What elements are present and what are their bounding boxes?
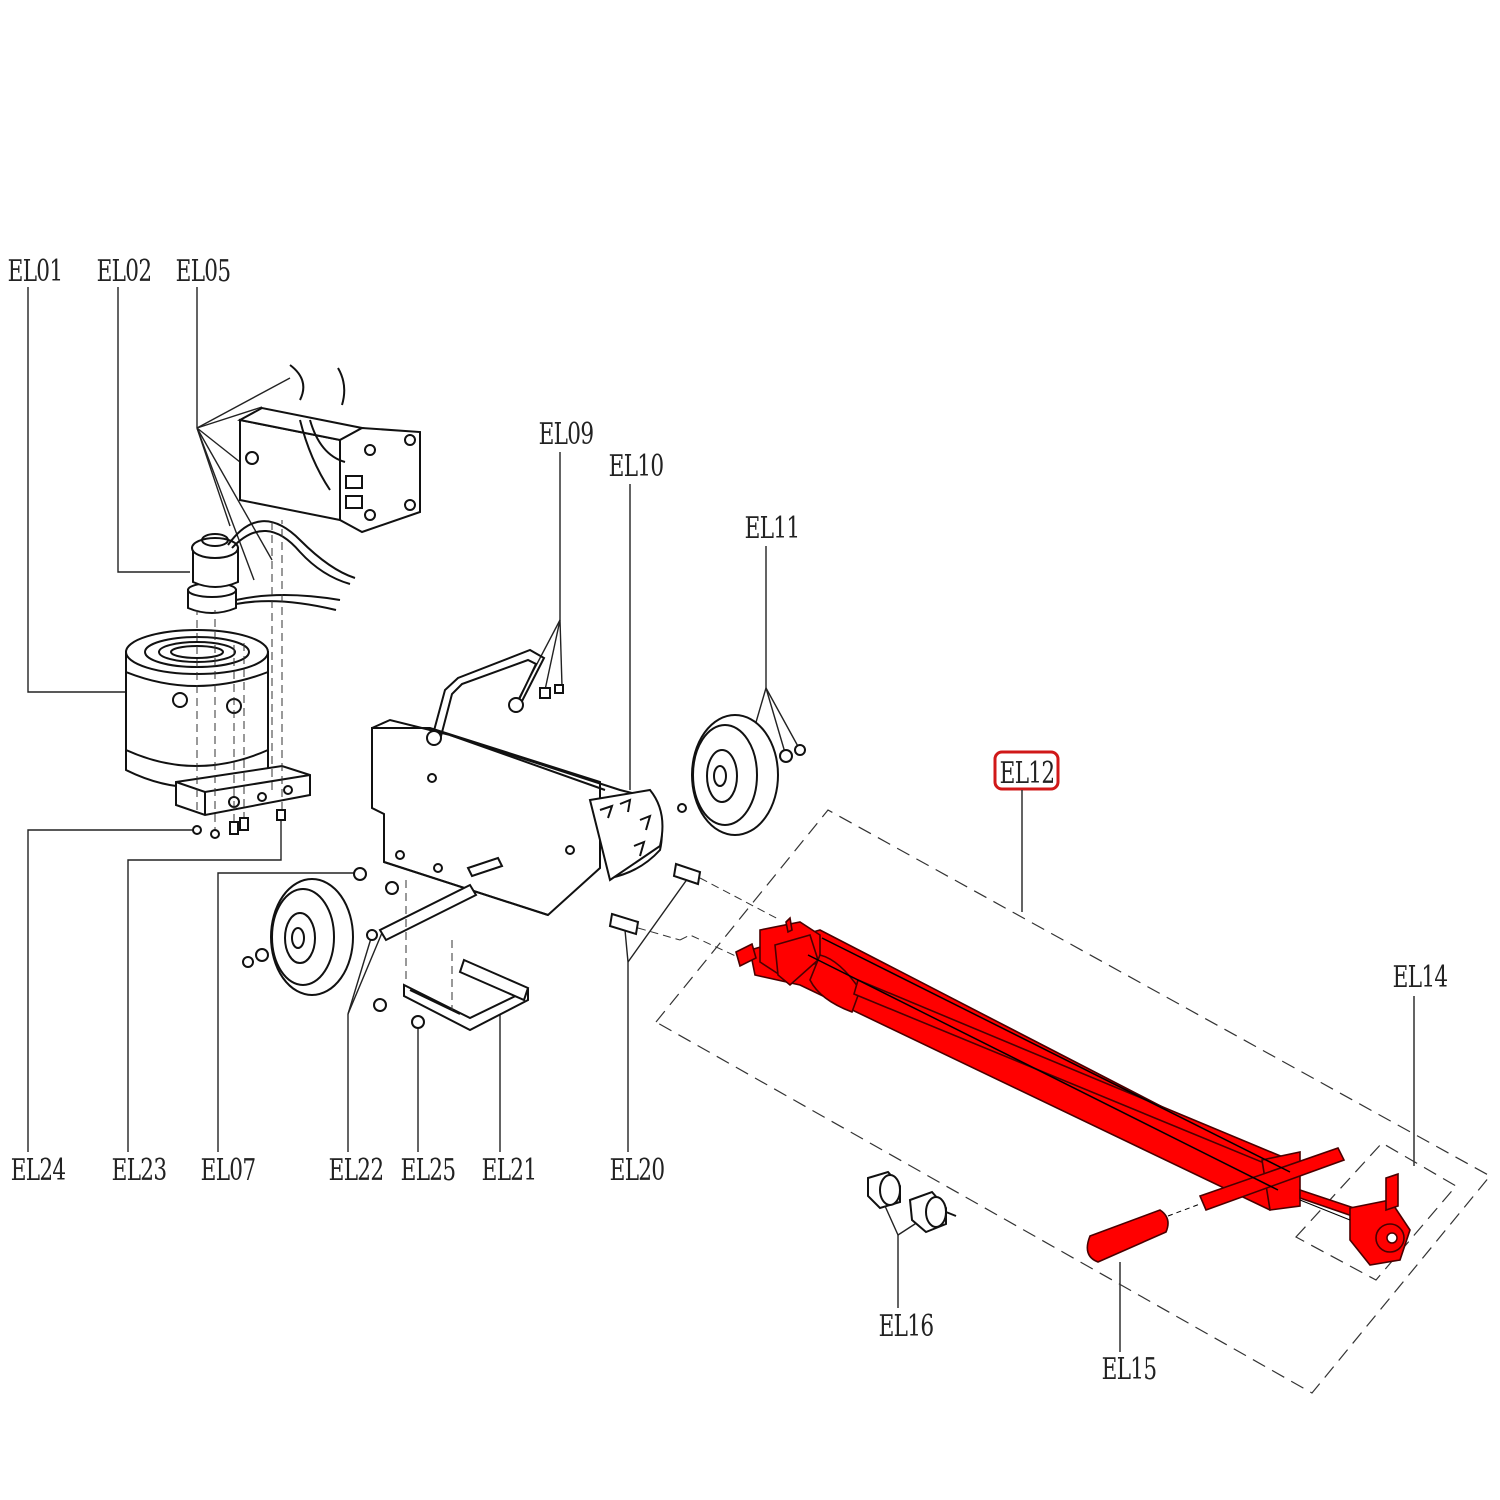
label-el15[interactable]: EL15 [1102, 1353, 1157, 1387]
callout-labels: EL01 EL02 EL05 EL09 EL10 EL11 EL12 EL14 … [8, 255, 1449, 1387]
part-el22-axle[interactable] [353, 856, 504, 942]
label-el11[interactable]: EL11 [745, 512, 800, 546]
part-el10-frame[interactable] [371, 718, 664, 917]
part-el11-wheel-right[interactable] [677, 714, 806, 836]
part-el20-fittings[interactable] [608, 862, 781, 959]
label-el07[interactable]: EL07 [201, 1154, 256, 1188]
part-el02-solenoid[interactable] [187, 533, 239, 614]
label-el20[interactable]: EL20 [610, 1154, 665, 1188]
el12-highlight-box [993, 750, 1060, 791]
label-el23[interactable]: EL23 [112, 1154, 167, 1188]
label-el01[interactable]: EL01 [8, 255, 63, 289]
el12-outline-details [807, 937, 1351, 1221]
part-el01-cylinder[interactable] [125, 629, 269, 789]
label-el02[interactable]: EL02 [97, 255, 152, 289]
part-el25-screws[interactable] [373, 998, 425, 1029]
part-el16-dampers[interactable] [867, 1170, 957, 1234]
label-el14[interactable]: EL14 [1393, 961, 1449, 995]
part-wheel-left[interactable] [242, 878, 354, 996]
part-el24-screws[interactable] [192, 809, 286, 839]
part-el21-bracket[interactable] [403, 880, 530, 1032]
label-el10[interactable]: EL10 [609, 450, 664, 484]
label-el22[interactable]: EL22 [329, 1154, 384, 1188]
assembly-lines-left [196, 520, 283, 835]
part-el09-handle[interactable] [426, 648, 564, 746]
label-el24[interactable]: EL24 [11, 1154, 67, 1188]
label-el09[interactable]: EL09 [539, 418, 594, 452]
part-el05-valve-block[interactable] [237, 406, 421, 534]
label-el12[interactable]: EL12 [1000, 757, 1055, 791]
el12-assembly-boundary [655, 809, 1491, 1394]
leader-lines [27, 287, 1415, 1352]
label-el25[interactable]: EL25 [401, 1154, 456, 1188]
label-el05[interactable]: EL05 [176, 255, 231, 289]
part-el12-jack-cylinder[interactable] [735, 916, 1411, 1266]
label-el16[interactable]: EL16 [879, 1310, 934, 1344]
label-el21[interactable]: EL21 [482, 1154, 537, 1188]
